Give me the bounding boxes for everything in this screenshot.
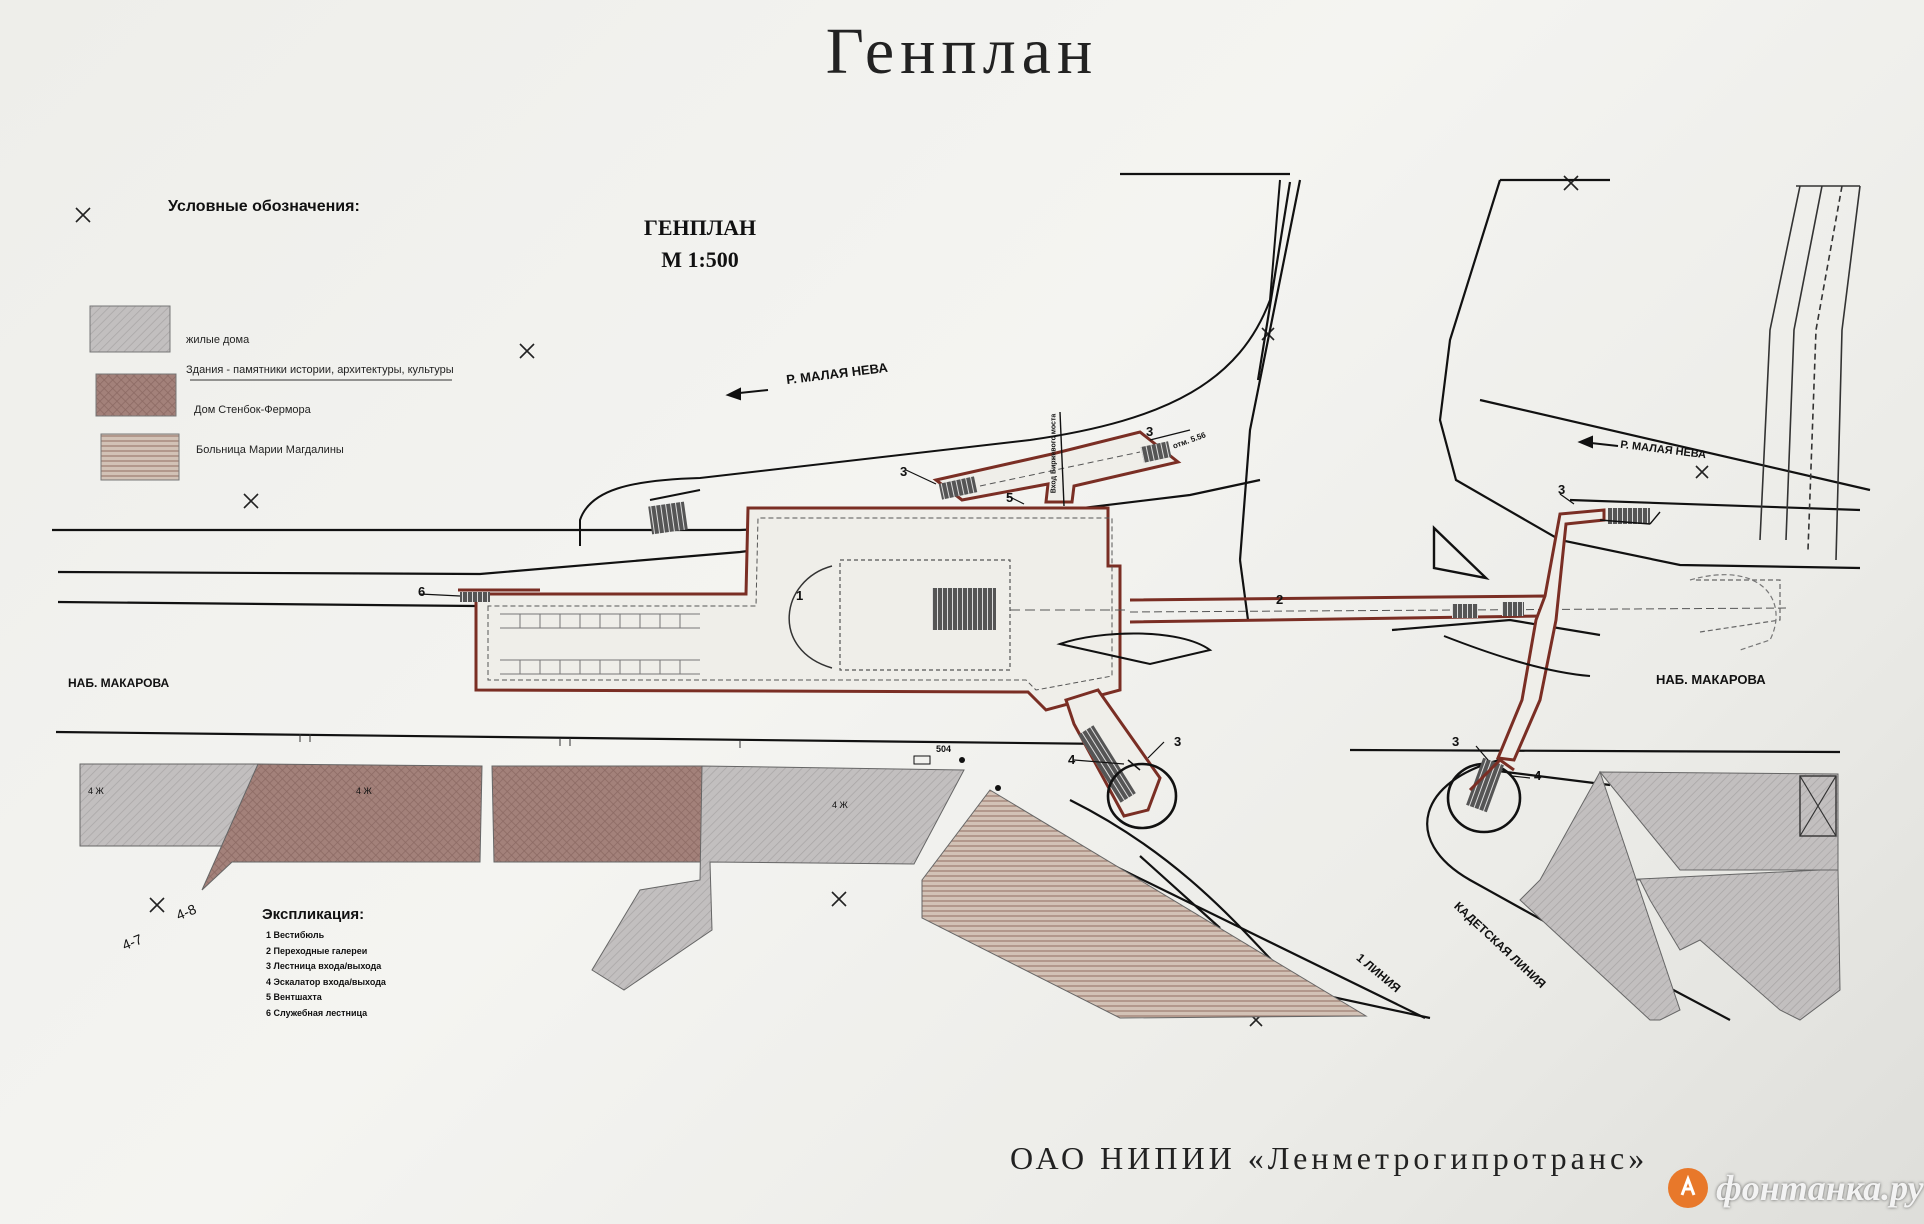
escalator-right xyxy=(1446,757,1522,834)
plan-heading-scale: М 1:500 xyxy=(661,247,739,272)
buildings-south xyxy=(79,755,1841,1021)
watermark: фонтанка.ру xyxy=(1668,1166,1924,1210)
right-rails xyxy=(1759,185,1861,561)
callout-leaders xyxy=(419,429,1575,779)
boundary-ticks xyxy=(299,734,741,748)
river-flow-arrows xyxy=(725,387,1619,449)
vestibule-outline xyxy=(474,506,1130,712)
service-stair xyxy=(458,588,540,602)
legend-swatch-hospital xyxy=(100,433,180,481)
label-embankment-left: НАБ. МАКАРОВА xyxy=(68,676,170,690)
explication-item: 4 Эскалатор входа/выхода xyxy=(266,976,386,987)
legend-label-hospital: Больница Марии Магдалины xyxy=(196,444,344,456)
traffic-island-triangle xyxy=(1432,525,1490,580)
explication-item: 5 Вентшахта xyxy=(266,992,322,1002)
callout-2: 2 xyxy=(1276,592,1284,607)
legend-swatch-heritage xyxy=(95,373,177,417)
escalator-left xyxy=(1064,688,1178,830)
organization-name: ОАО НИПИИ «Ленметрогипротранс» xyxy=(1010,1140,1649,1176)
legend-label-residential: жилые дома xyxy=(186,334,250,346)
label-embankment-right: НАБ. МАКАРОВА xyxy=(1656,672,1766,687)
callout-3-escalator-right: 3 xyxy=(1452,734,1460,749)
legend-swatch-residential xyxy=(89,305,171,353)
callout-3-escalator: 3 xyxy=(1174,734,1182,749)
callout-3-left: 3 xyxy=(900,464,908,479)
callout-6: 6 xyxy=(418,584,426,599)
legend-title: Условные обозначения: xyxy=(168,198,360,215)
plan-heading-title: ГЕНПЛАН xyxy=(643,215,757,240)
callout-1: 1 xyxy=(796,588,804,603)
vent-shaft-outline xyxy=(1056,632,1213,666)
callout-3-right: 3 xyxy=(1558,482,1566,497)
fontanka-logo-icon xyxy=(1668,1168,1708,1208)
river-quay xyxy=(579,179,1281,546)
survey-cross-markers xyxy=(75,175,1709,1027)
label-vertical-note: Вход Биржевого моста xyxy=(1050,413,1058,494)
label-mark-504: 504 xyxy=(936,744,952,754)
page-title: Генплан xyxy=(825,15,1099,88)
explication-title: Экспликация: xyxy=(262,906,365,923)
legend-label-heritage: Здания - памятники истории, архитектуры,… xyxy=(186,364,454,376)
plan-heading: ГЕНПЛАН М 1:500 xyxy=(600,212,800,276)
building-tag-1: 4 Ж xyxy=(88,786,104,796)
building-tag-2: 4 Ж xyxy=(356,786,372,796)
vent-shaft-outline-right xyxy=(1443,635,1591,677)
explication-item: 1 Вестибюль xyxy=(266,930,325,940)
callout-3-river: 3 xyxy=(1146,424,1154,439)
legend-label-stenbock-fermor: Дом Стенбок-Фермора xyxy=(194,404,311,416)
explication-list: 1 Вестибюль 2 Переходные галереи 3 Лестн… xyxy=(266,928,386,1021)
callout-4-right: 4 xyxy=(1534,768,1542,783)
callout-4-left: 4 xyxy=(1068,752,1076,767)
watermark-text: фонтанка.ру xyxy=(1716,1168,1924,1208)
building-tag-3: 4 Ж xyxy=(832,800,848,810)
street-lines xyxy=(52,172,1871,1021)
explication-item: 2 Переходные галереи xyxy=(266,945,368,956)
explication-item: 6 Служебная лестница xyxy=(266,1007,368,1018)
river-exit-stairs xyxy=(648,411,1182,535)
callout-5: 5 xyxy=(1006,490,1014,505)
transfer-gallery xyxy=(1129,508,1791,762)
explication-item: 3 Лестница входа/выхода xyxy=(266,961,382,971)
